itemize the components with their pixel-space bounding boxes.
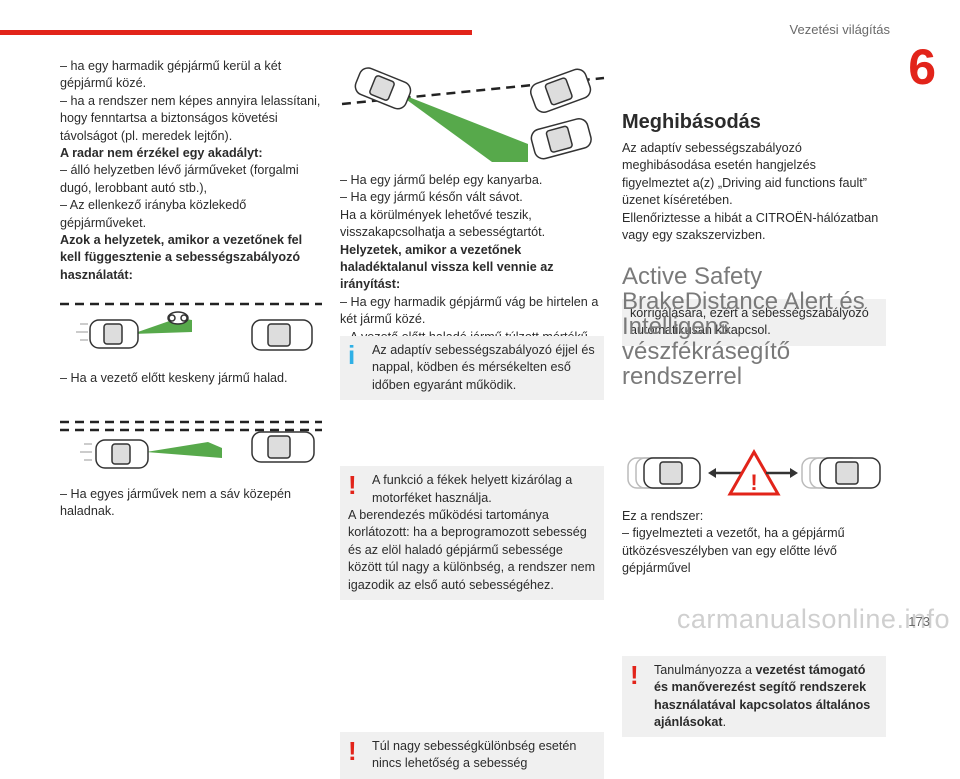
car-icon bbox=[251, 431, 315, 463]
column-3-bottom: Ez a rendszer: – figyelmezteti a vezetőt… bbox=[622, 508, 886, 578]
chapter-number: 6 bbox=[908, 39, 936, 95]
warning-text: Tanulmányozza a vezetést támogató és man… bbox=[654, 662, 871, 729]
off-center-illustration bbox=[60, 420, 322, 469]
warning-box: ! Tanulmányozza a vezetést támogató és m… bbox=[622, 655, 886, 738]
car-icon bbox=[530, 68, 592, 113]
narrow-vehicle-illustration bbox=[60, 302, 322, 351]
info-icon: i bbox=[348, 340, 356, 370]
paragraph: Az adaptív sebességszabályozó meghibásod… bbox=[622, 141, 867, 208]
curve-illustration bbox=[341, 67, 605, 162]
subheading: A radar nem érzékel egy akadályt: bbox=[60, 146, 263, 161]
motorcycle-icon bbox=[167, 311, 189, 325]
page-number: 173 bbox=[908, 614, 930, 629]
paragraph: – álló helyzetben lévő járműveket (forga… bbox=[60, 163, 299, 195]
warning-icon: ! bbox=[348, 736, 357, 767]
warning-icon: ! bbox=[348, 470, 357, 501]
paragraph: Ha a körülmények lehetővé teszik, vissza… bbox=[340, 207, 546, 240]
caption: – Ha egyes járművek nem a sáv közepén ha… bbox=[60, 487, 292, 519]
warning-box: ! A funkció a fékek helyett kizárólag a … bbox=[340, 466, 604, 601]
paragraph: – Ha egy harmadik gépjármű vág be hirtel… bbox=[340, 294, 599, 327]
column-3: Meghibásodás Az adaptív sebességszabályo… bbox=[622, 110, 886, 389]
info-text: Az adaptív sebességszabályozó éjjel és n… bbox=[372, 343, 595, 392]
column-1: – ha egy harmadik gépjármű kerül a két g… bbox=[60, 58, 322, 284]
car-icon bbox=[643, 457, 701, 489]
watermark: carmanualsonline.info bbox=[676, 604, 950, 634]
info-box: i Az adaptív sebességszabályozó éjjel és… bbox=[340, 336, 604, 401]
warning-icon: ! bbox=[630, 659, 639, 690]
paragraph: – Az ellenkező irányba közlekedő gépjárm… bbox=[60, 198, 247, 230]
caption: – Ha a vezető előtt keskeny jármű halad. bbox=[60, 371, 288, 385]
top-red-bar bbox=[0, 30, 472, 35]
warning-box: ! Túl nagy sebességkülönbség esetén ninc… bbox=[340, 732, 604, 779]
paragraph: – Ha egy jármű belép egy kanyarba. bbox=[340, 173, 543, 187]
car-icon bbox=[251, 319, 313, 351]
warning-text: A berendezés működési tartománya korláto… bbox=[348, 508, 596, 592]
subheading: Helyzetek, amikor a vezetőnek haladéktal… bbox=[340, 242, 554, 292]
collision-warning-illustration: ! bbox=[627, 448, 881, 496]
column-2: – Ha egy jármű belép egy kanyarba. – Ha … bbox=[340, 172, 604, 363]
box-text: korrigálására, ezért a sebességszabályoz… bbox=[630, 305, 869, 338]
warning-text: Túl nagy sebességkülönbség esetén nincs … bbox=[372, 739, 577, 771]
paragraph: – figyelmezteti a vezetőt, ha a gépjármű… bbox=[622, 526, 845, 576]
subheading: Azok a helyzetek, amikor a vezetőnek fel… bbox=[60, 233, 303, 282]
car-icon bbox=[819, 457, 881, 489]
paragraph: Ez a rendszer: bbox=[622, 509, 704, 523]
warning-triangle-icon: ! bbox=[750, 470, 757, 495]
car-icon bbox=[89, 319, 139, 349]
paragraph: – ha a rendszer nem képes annyira lelass… bbox=[60, 93, 321, 143]
section-heading: Meghibásodás bbox=[622, 111, 761, 133]
car-icon bbox=[95, 439, 149, 469]
warning-text: A funkció a fékek helyett kizárólag a mo… bbox=[372, 473, 573, 505]
car-icon bbox=[530, 117, 592, 160]
continued-box: korrigálására, ezért a sebességszabályoz… bbox=[622, 298, 886, 346]
section-title: Vezetési világítás bbox=[789, 22, 890, 37]
section-title-large: Active Safety BrakeDistance Alert és Int… bbox=[622, 263, 865, 391]
paragraph: Ellenőriztesse a hibát a CITROËN-hálózat… bbox=[622, 210, 879, 243]
paragraph: – Ha egy jármű későn vált sávot. bbox=[340, 190, 523, 205]
paragraph: – ha egy harmadik gépjármű kerül a két g… bbox=[60, 59, 282, 91]
car-icon bbox=[354, 67, 412, 110]
